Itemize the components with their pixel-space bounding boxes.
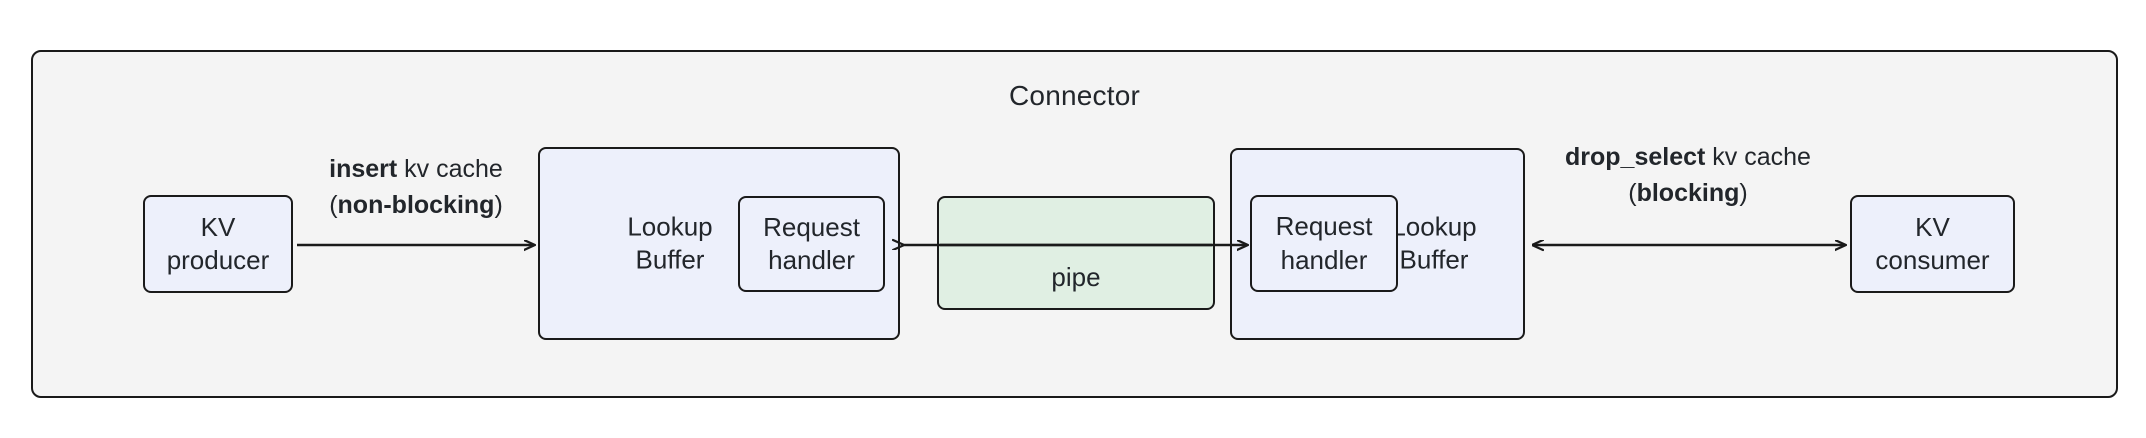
edge-label-insert-rest: kv cache bbox=[397, 155, 503, 183]
kv-consumer-node: KV consumer bbox=[1850, 195, 2015, 293]
edge-label-drop-select-mode: blocking bbox=[1636, 178, 1740, 207]
edge-label-drop-select: drop_select kv cache (blocking) bbox=[1528, 140, 1848, 211]
edge-label-drop-select-close-paren: ) bbox=[1739, 178, 1748, 207]
pipe-node: pipe bbox=[937, 196, 1215, 310]
edge-label-insert-open-paren: ( bbox=[329, 190, 338, 219]
connector-title: Connector bbox=[1009, 80, 1140, 111]
request-handler-right-node: Request handler bbox=[1250, 195, 1398, 292]
edge-label-drop-select-line2: (blocking) bbox=[1528, 176, 1848, 212]
lookup-buffer-left-label: Lookup Buffer bbox=[627, 211, 713, 275]
edge-label-insert-close-paren: ) bbox=[494, 190, 503, 219]
edge-label-drop-select-open-paren: ( bbox=[1628, 178, 1637, 207]
edge-label-insert-bold: insert bbox=[329, 155, 398, 183]
edge-label-drop-select-line1: drop_select kv cache bbox=[1528, 140, 1848, 176]
lookup-buffer-right-label: Lookup Buffer bbox=[1391, 211, 1477, 275]
kv-producer-node: KV producer bbox=[143, 195, 293, 293]
edge-label-insert-mode: non-blocking bbox=[337, 190, 495, 219]
request-handler-left-node: Request handler bbox=[738, 196, 885, 292]
edge-label-insert-line1: insert kv cache bbox=[296, 152, 536, 188]
edge-label-insert: insert kv cache (non-blocking) bbox=[296, 152, 536, 223]
edge-label-drop-select-rest: kv cache bbox=[1705, 143, 1811, 171]
edge-label-insert-line2: (non-blocking) bbox=[296, 188, 536, 224]
edge-label-drop-select-bold: drop_select bbox=[1565, 143, 1706, 171]
